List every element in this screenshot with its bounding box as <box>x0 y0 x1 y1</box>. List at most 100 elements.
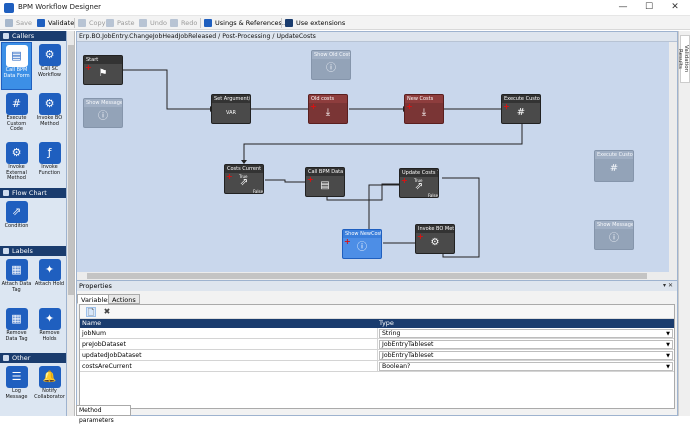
workflow-designer: Erp.BO.JobEntry.ChangeJobHeadJobReleased… <box>76 31 678 280</box>
add-icon: + <box>226 172 233 181</box>
condition-icon: ⇗ <box>414 181 424 192</box>
panel-pin-close[interactable]: ▾ ✕ <box>663 282 673 289</box>
flag-icon: ⚑ <box>98 68 108 79</box>
palette-item-call-sc-workflow[interactable]: ⚙Call SC Workflow <box>34 42 65 90</box>
node-old-costs[interactable]: Old costs⤓+ <box>308 94 348 124</box>
copy-button[interactable]: Copy <box>77 17 106 29</box>
close-button[interactable]: ✕ <box>671 2 679 12</box>
paste-button[interactable]: Paste <box>105 17 135 29</box>
add-icon: + <box>417 232 424 241</box>
canvas-vertical-scrollbar[interactable] <box>669 42 677 272</box>
variable-icon: VAR <box>226 110 236 116</box>
tab-validation-results[interactable]: Validation Results <box>677 35 690 83</box>
node-new-costs[interactable]: New Costs⤓+ <box>404 94 444 124</box>
palette-item-log-message[interactable]: ☰Log Message <box>1 364 32 408</box>
add-icon: + <box>344 237 351 246</box>
chevron-down-icon: ▼ <box>666 364 670 370</box>
node-set-argument[interactable]: Set Argument/VariVAR <box>211 94 251 124</box>
add-icon: + <box>307 175 314 184</box>
palette-section-callers[interactable]: Callers <box>0 31 66 41</box>
undo-button[interactable]: Undo <box>138 17 167 29</box>
type-dropdown[interactable]: Boolean?▼ <box>379 362 673 371</box>
palette-item-notify-collaborator[interactable]: 🔔Notify Collaborator <box>34 364 65 408</box>
use-extensions-button[interactable]: Use extensions <box>284 17 345 29</box>
message-icon: ⓘ <box>98 111 108 122</box>
type-dropdown[interactable]: JobEntryTableset▼ <box>379 340 673 349</box>
paste-icon <box>106 19 114 27</box>
column-name[interactable]: Name <box>82 319 102 327</box>
code-icon: # <box>516 107 526 118</box>
node-execute-custom-code[interactable]: Execute Custom Co#+ <box>501 94 541 124</box>
palette-item-attach-hold[interactable]: ✦Attach Hold <box>34 257 65 297</box>
app-icon <box>4 3 14 13</box>
scrollbar-thumb[interactable] <box>87 273 647 279</box>
add-icon: + <box>85 63 92 72</box>
palette-scrollbar[interactable] <box>67 31 75 416</box>
delete-variable-icon[interactable]: ✖ <box>103 307 111 316</box>
connector-costscurrent-callbpm <box>265 179 305 183</box>
node-invoke-bo-method[interactable]: Invoke BO Method⚙+ <box>415 224 455 254</box>
chevron-down-icon: ▼ <box>666 331 670 337</box>
new-variable-icon[interactable]: 🗋 <box>86 307 96 317</box>
node-call-bpm-data-form[interactable]: Call BPM Data Forn▤+ <box>305 167 345 197</box>
palette-item-invoke-external-method[interactable]: ⚙Invoke External Method <box>1 140 32 188</box>
add-icon: + <box>310 102 317 111</box>
download-icon: ⤓ <box>421 107 427 118</box>
log-icon: ☰ <box>5 366 28 388</box>
external-method-icon: ⚙ <box>5 142 28 164</box>
type-dropdown[interactable]: JobEntryTableset▼ <box>379 351 673 360</box>
add-icon: + <box>503 102 510 111</box>
data-form-icon: ▤ <box>320 180 330 191</box>
node-execute-custom-code-2[interactable]: Execute Custom Co# <box>594 150 634 182</box>
copy-icon <box>78 19 86 27</box>
tab-method-parameters[interactable]: Method parameters <box>76 405 131 424</box>
node-show-message-4[interactable]: Show Message 4ⓘ <box>594 220 634 250</box>
node-show-message-3[interactable]: Show Message 3ⓘ <box>83 98 123 128</box>
connector-start-setargument <box>123 69 210 110</box>
tab-actions[interactable]: Actions <box>108 294 140 304</box>
palette-item-call-bpm-data-form[interactable]: ▤Call BPM Data Form <box>1 42 32 90</box>
redo-button[interactable]: Redo <box>169 17 197 29</box>
toolbar-separator <box>281 18 282 28</box>
designer-path: Erp.BO.JobEntry.ChangeJobHeadJobReleased… <box>77 32 677 42</box>
condition-icon: ⇗ <box>5 201 28 223</box>
properties-header: Properties <box>77 281 677 291</box>
download-icon: ⤓ <box>325 107 331 118</box>
palette-item-attach-data-tag[interactable]: ▦Attach Data Tag <box>1 257 32 297</box>
node-start[interactable]: Start⚑+ <box>83 55 123 85</box>
save-button[interactable]: Save <box>4 17 32 29</box>
type-dropdown[interactable]: String▼ <box>379 329 673 338</box>
palette-item-remove-data-tag[interactable]: ▦Remove Data Tag <box>1 306 32 346</box>
title-bar: BPM Workflow Designer — ☐ ✕ <box>0 0 690 16</box>
palette-item-condition[interactable]: ⇗Condition <box>1 199 32 235</box>
minimize-button[interactable]: — <box>618 2 628 12</box>
column-type[interactable]: Type <box>379 319 394 327</box>
canvas-horizontal-scrollbar[interactable] <box>77 272 677 280</box>
data-tag-icon: ▦ <box>5 259 28 281</box>
validate-button[interactable]: Validate <box>36 17 74 29</box>
add-icon: + <box>401 176 408 185</box>
maximize-button[interactable]: ☐ <box>644 2 654 12</box>
usings-references-button[interactable]: Usings & References... <box>203 17 288 29</box>
palette-section-labels[interactable]: Labels <box>0 246 66 256</box>
connector-updatecosts-shownewcosts <box>368 184 407 230</box>
callers-icon <box>3 33 9 39</box>
grid-toolbar: 🗋 ✖ <box>80 305 674 319</box>
palette-section-flow-chart[interactable]: Flow Chart <box>0 188 66 198</box>
scrollbar-thumb[interactable] <box>68 45 74 295</box>
message-icon: ⓘ <box>357 242 367 253</box>
palette-item-execute-custom-code[interactable]: #Execute Custom Code <box>1 91 32 139</box>
palette-item-invoke-bo-method[interactable]: ⚙Invoke BO Method <box>34 91 65 139</box>
palette-item-remove-holds[interactable]: ✦Remove Holds <box>34 306 65 346</box>
palette-section-other[interactable]: Other <box>0 353 66 363</box>
